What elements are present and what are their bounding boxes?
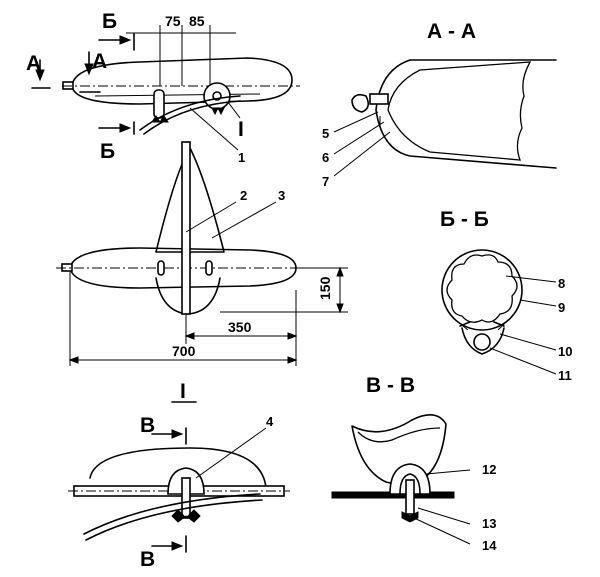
- dim-700: 700: [172, 343, 196, 359]
- dim-85: 85: [189, 13, 205, 29]
- section-title-bb: Б - Б: [440, 208, 489, 231]
- detail-i-view: [68, 427, 290, 553]
- detail-title: I: [180, 380, 186, 403]
- callout-1: 1: [238, 150, 245, 165]
- callout-6: 6: [322, 150, 329, 165]
- callout-10: 10: [558, 344, 572, 359]
- section-title-vv: В - В: [366, 374, 415, 397]
- callout-14: 14: [482, 538, 497, 553]
- dim-75: 75: [165, 13, 181, 29]
- cut-letter-v-top: В: [140, 414, 155, 437]
- section-bb: [441, 249, 557, 375]
- labels: А - А Б - Б В - В I А А Б Б В В I 75 85 …: [26, 10, 572, 571]
- callout-13: 13: [482, 516, 496, 531]
- cut-letter-b-bottom: Б: [100, 140, 115, 163]
- side-view: [31, 25, 300, 151]
- callout-4: 4: [266, 414, 274, 429]
- cut-letter-a-left: А: [26, 52, 41, 75]
- section-vv: [331, 414, 471, 545]
- callout-3: 3: [278, 188, 285, 203]
- section-title-aa: А - А: [427, 20, 476, 43]
- cut-letter-b-top: Б: [102, 10, 117, 33]
- dim-150: 150: [317, 276, 333, 300]
- callout-5: 5: [322, 126, 329, 141]
- callout-12: 12: [482, 462, 496, 477]
- cut-letter-v-bottom: В: [140, 548, 155, 571]
- section-aa: [333, 59, 557, 177]
- cut-letter-a-right: А: [92, 50, 107, 73]
- callout-8: 8: [558, 276, 565, 291]
- callout-9: 9: [558, 300, 565, 315]
- detail-marker: I: [238, 118, 244, 141]
- callout-7: 7: [322, 174, 329, 189]
- callout-2: 2: [240, 188, 247, 203]
- callout-11: 11: [558, 368, 572, 383]
- dim-350: 350: [228, 319, 252, 335]
- plan-view: [56, 141, 348, 366]
